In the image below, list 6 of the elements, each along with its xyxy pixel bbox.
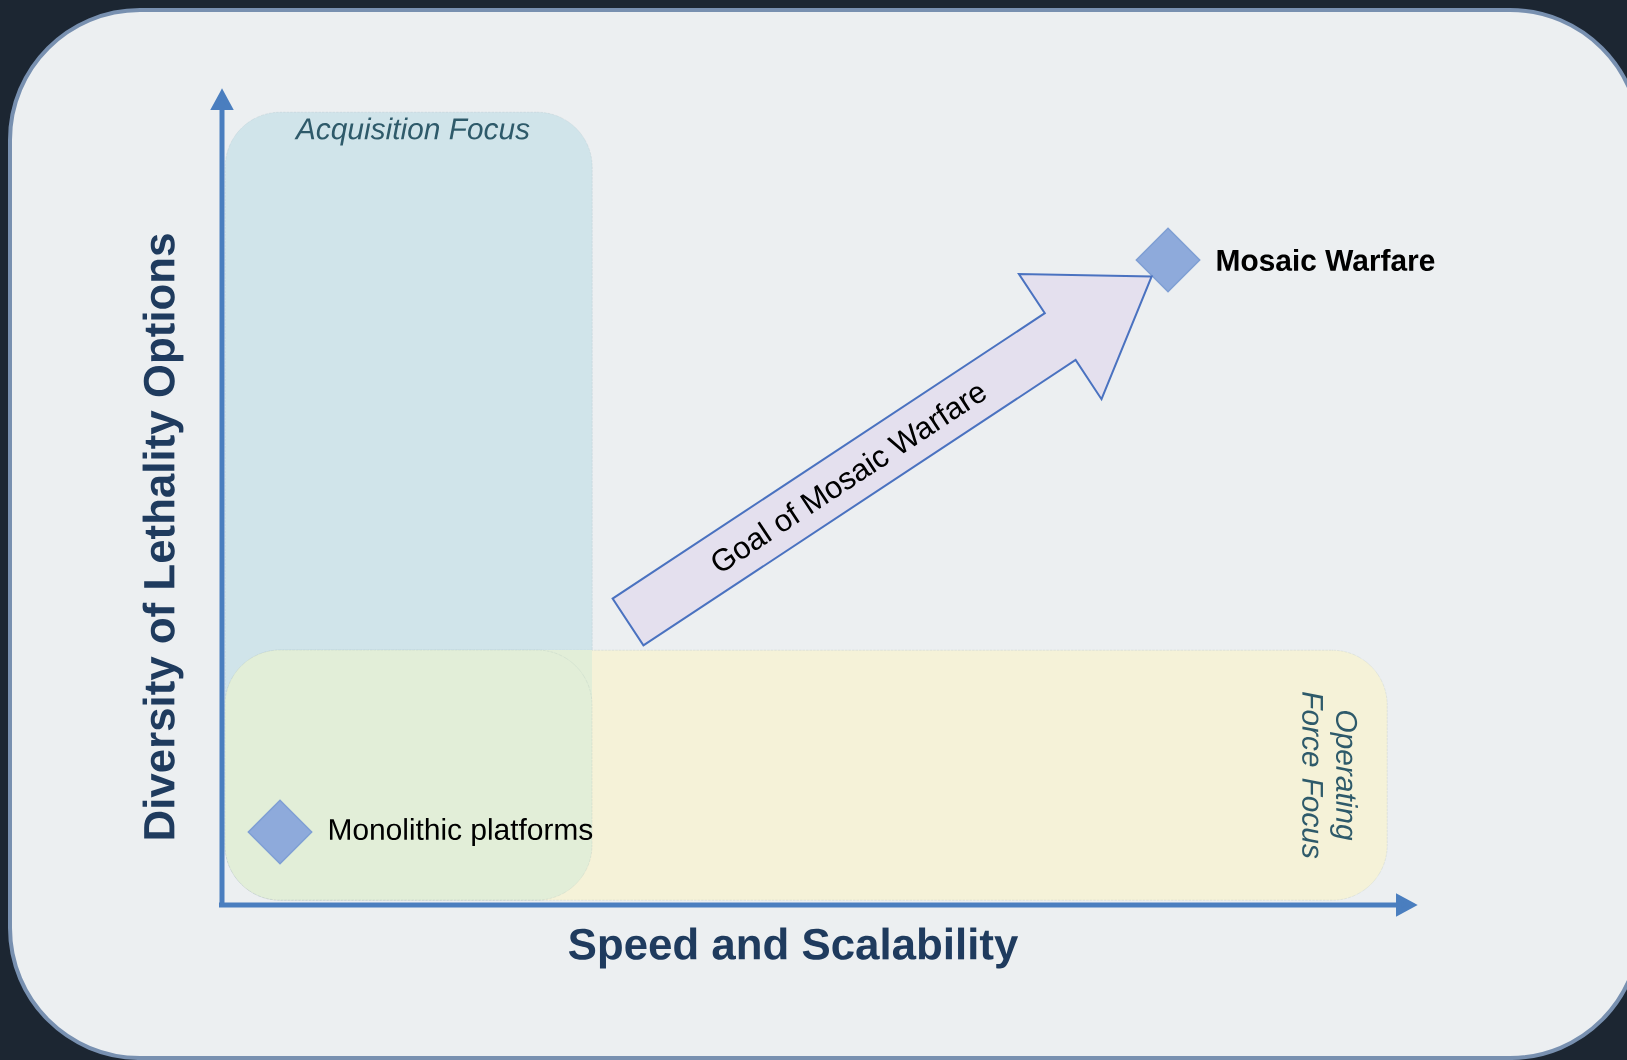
- axis-label: Speed and Scalability: [568, 927, 1019, 969]
- axis-label: Diversity of Lethality Options: [142, 234, 184, 839]
- marker-label: Mosaic Warfare: [1217, 249, 1435, 271]
- diamond-marker: [1135, 227, 1201, 293]
- marker-label: Monolithic platforms: [330, 818, 593, 846]
- diamond-marker: [247, 799, 313, 865]
